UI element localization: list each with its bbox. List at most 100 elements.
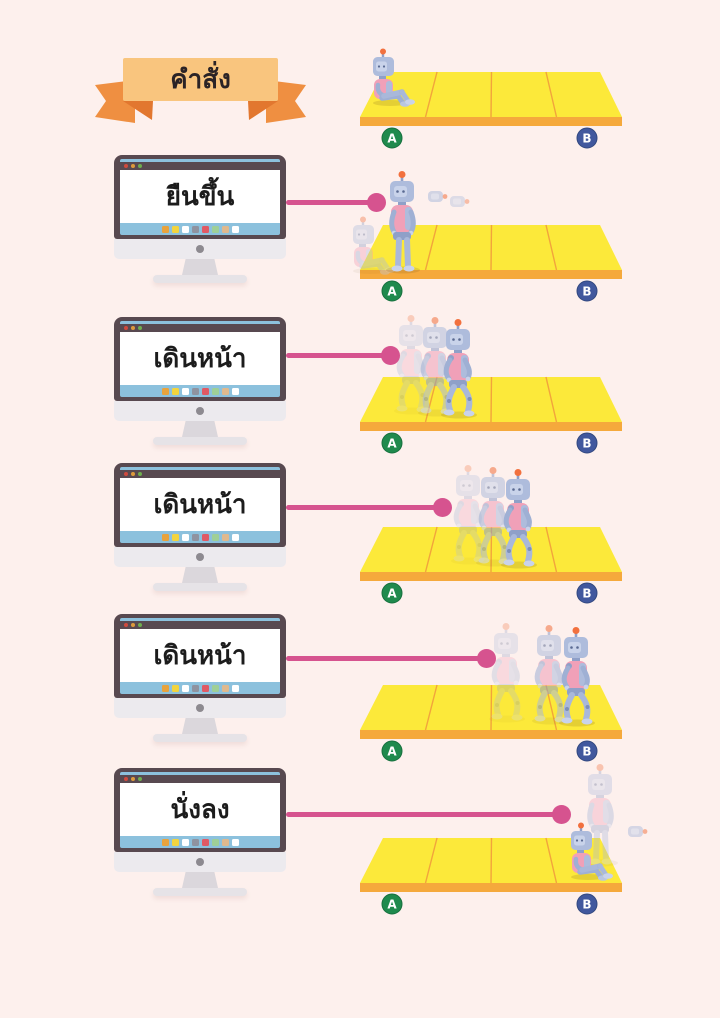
window-dot-red-icon — [124, 164, 128, 168]
marker-b: B — [576, 127, 598, 149]
monitor-screen: ยืนขึ้น — [120, 159, 280, 235]
svg-text:A: A — [387, 132, 397, 146]
dock-item-icon — [211, 838, 219, 846]
ribbon-icon — [95, 58, 306, 123]
dock-item-icon — [181, 533, 189, 541]
camera-dot-icon — [196, 553, 204, 561]
dock-item-icon — [201, 533, 209, 541]
svg-text:A: A — [387, 587, 397, 601]
connector-dot — [367, 193, 386, 212]
monitor-command-3: เดินหน้า — [114, 463, 286, 591]
monitor-chin — [114, 401, 286, 421]
window-dot-red-icon — [124, 777, 128, 781]
marker-a: A — [381, 893, 403, 915]
browser-titlebar — [120, 324, 280, 332]
dock-item-icon — [201, 225, 209, 233]
monitor-frame: ยืนขึ้น — [114, 155, 286, 239]
window-dot-green-icon — [138, 623, 142, 627]
monitor-chin — [114, 852, 286, 872]
monitor-command-4: เดินหน้า — [114, 614, 286, 742]
dock-item-icon — [221, 533, 229, 541]
monitor-base — [153, 437, 247, 445]
window-dot-green-icon — [138, 164, 142, 168]
monitor-command-5: นั่งลง — [114, 768, 286, 896]
command-text: เดินหน้า — [120, 332, 280, 385]
camera-dot-icon — [196, 704, 204, 712]
monitor-base — [153, 583, 247, 591]
dock-item-icon — [181, 838, 189, 846]
dock-item-icon — [231, 533, 239, 541]
dock-item-icon — [201, 838, 209, 846]
monitor-screen: นั่งลง — [120, 772, 280, 848]
ribbon-body — [123, 58, 278, 101]
dock-bar — [120, 223, 280, 235]
window-dot-orange-icon — [131, 326, 135, 330]
dock-item-icon — [191, 225, 199, 233]
scene-walking-3: A B — [359, 590, 623, 762]
dock-item-icon — [231, 684, 239, 692]
monitor-frame: เดินหน้า — [114, 317, 286, 401]
connector-line — [286, 498, 452, 517]
scene-walking-2: A B — [359, 432, 623, 604]
marker-b: B — [576, 582, 598, 604]
dock-item-icon — [171, 533, 179, 541]
dock-item-icon — [181, 684, 189, 692]
command-banner: คำสั่ง — [93, 53, 308, 131]
monitor-screen: เดินหน้า — [120, 618, 280, 694]
dock-item-icon — [191, 838, 199, 846]
dock-item-icon — [171, 838, 179, 846]
monitor-stand — [182, 567, 218, 583]
window-dot-orange-icon — [131, 623, 135, 627]
marker-a: A — [381, 280, 403, 302]
connector-dot — [433, 498, 452, 517]
monitor-base — [153, 275, 247, 283]
window-dot-red-icon — [124, 326, 128, 330]
svg-text:A: A — [387, 285, 397, 299]
dock-item-icon — [191, 684, 199, 692]
camera-dot-icon — [196, 245, 204, 253]
camera-dot-icon — [196, 858, 204, 866]
dock-bar — [120, 531, 280, 543]
dock-item-icon — [221, 684, 229, 692]
camera-dot-icon — [196, 407, 204, 415]
svg-text:B: B — [582, 437, 591, 451]
monitor-stand — [182, 259, 218, 275]
dock-item-icon — [191, 387, 199, 395]
browser-titlebar — [120, 470, 280, 478]
connector-line — [286, 346, 400, 365]
dock-item-icon — [161, 684, 169, 692]
monitor-screen: เดินหน้า — [120, 467, 280, 543]
dock-item-icon — [191, 533, 199, 541]
dock-item-icon — [231, 838, 239, 846]
ribbon-left-fold — [123, 101, 153, 120]
dock-item-icon — [211, 533, 219, 541]
banner-title: คำสั่ง — [170, 65, 231, 95]
dock-item-icon — [221, 838, 229, 846]
window-dot-orange-icon — [131, 777, 135, 781]
svg-text:B: B — [582, 745, 591, 759]
browser-titlebar — [120, 162, 280, 170]
command-text: นั่งลง — [120, 783, 280, 836]
command-text: เดินหน้า — [120, 629, 280, 682]
page-bottom-margin — [0, 1018, 720, 1024]
monitor-screen: เดินหน้า — [120, 321, 280, 397]
dock-item-icon — [181, 387, 189, 395]
marker-a: A — [381, 432, 403, 454]
marker-b: B — [576, 432, 598, 454]
scene-sitting-at-a: A B — [359, 0, 623, 149]
dock-item-icon — [201, 387, 209, 395]
dock-item-icon — [171, 387, 179, 395]
marker-b: B — [576, 893, 598, 915]
dock-item-icon — [171, 225, 179, 233]
svg-text:B: B — [582, 132, 591, 146]
dock-item-icon — [181, 225, 189, 233]
dock-item-icon — [161, 838, 169, 846]
svg-text:B: B — [582, 898, 591, 912]
monitor-command-2: เดินหน้า — [114, 317, 286, 445]
dock-item-icon — [161, 225, 169, 233]
scene-standing-at-a: A B — [340, 130, 623, 302]
monitor-stand — [182, 718, 218, 734]
dock-item-icon — [231, 225, 239, 233]
connector-dot — [381, 346, 400, 365]
monitor-base — [153, 734, 247, 742]
